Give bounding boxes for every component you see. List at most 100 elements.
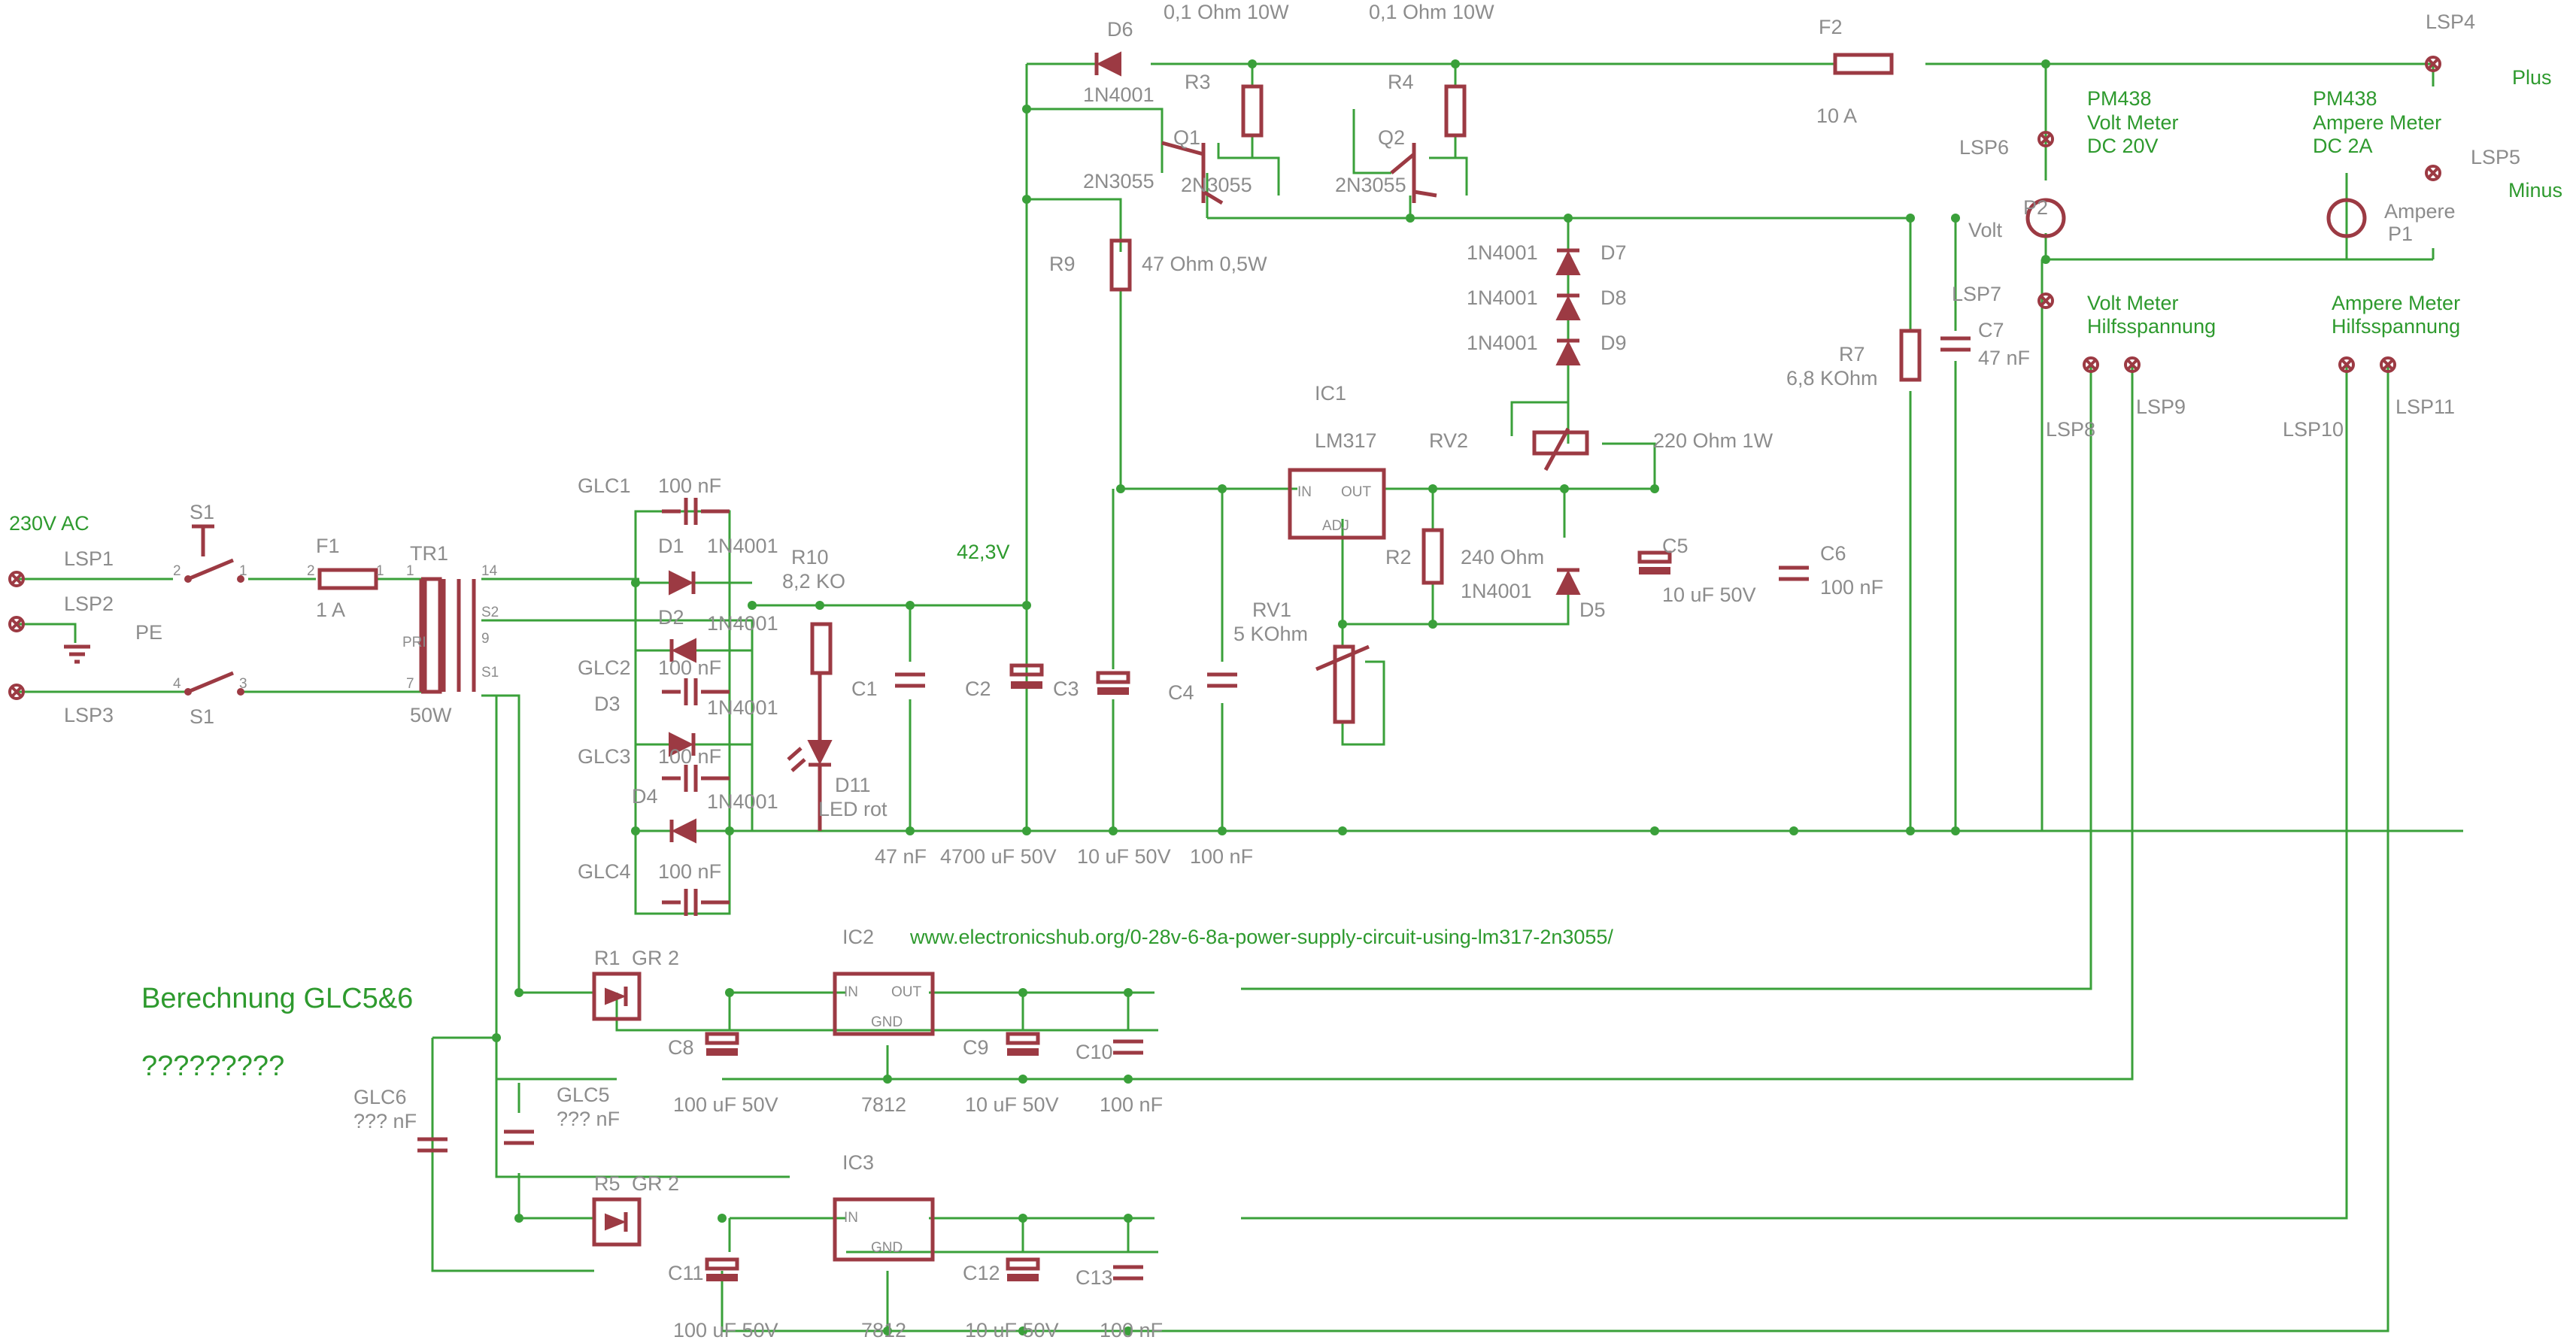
label-plus: Plus <box>2512 66 2552 89</box>
label-c10v: 100 nF <box>1100 1093 1163 1116</box>
label-r9: R9 <box>1049 253 1076 275</box>
label-d9: D9 <box>1601 332 1627 354</box>
label-c6v: 100 nF <box>1820 576 1883 599</box>
label-r9v: 47 Ohm 0,5W <box>1142 253 1267 275</box>
label-vmh1: Volt Meter <box>2087 292 2179 314</box>
label-lsp1: LSP1 <box>64 547 114 570</box>
label-r3v: 0,1 Ohm 10W <box>1164 1 1289 23</box>
label-n3: 3 <box>239 676 247 692</box>
label-c2v: 4700 uF 50V <box>940 845 1057 868</box>
label-out: OUT <box>891 984 922 1000</box>
label-d11v: LED rot <box>818 798 887 820</box>
label-c9v: 10 uF 50V <box>965 1093 1059 1116</box>
label-ic3v: 7812 <box>861 1319 906 1341</box>
label-r4v: 0,1 Ohm 10W <box>1369 1 1494 23</box>
label-r1v: GR 2 <box>632 947 679 969</box>
label-pm2c: DC 2A <box>2313 135 2373 157</box>
label-amh2: Hilfsspannung <box>2332 315 2460 338</box>
label-f1: F1 <box>316 535 340 557</box>
label-d11: D11 <box>835 774 871 796</box>
label-q1v: 2N3055 <box>1181 174 1252 196</box>
label-glc2v: 100 nF <box>658 656 721 679</box>
label-d5v: 1N4001 <box>1461 580 1532 602</box>
label-glc1: GLC1 <box>578 474 631 497</box>
label-in: IN <box>844 984 858 1000</box>
label-pm1: PM438 <box>2087 87 2152 110</box>
label-d9v: 1N4001 <box>1467 332 1538 354</box>
label-rv1v: 5 KOhm <box>1233 623 1308 645</box>
label-rv2: RV2 <box>1429 429 1468 452</box>
label-lsp2: LSP2 <box>64 593 114 615</box>
label-n1: 1 <box>376 563 384 579</box>
label-f2v: 10 A <box>1816 105 1857 127</box>
mains-label: 230V AC <box>9 512 90 535</box>
label-c6: C6 <box>1820 542 1846 565</box>
label-r4: R4 <box>1388 71 1414 93</box>
source-url: www.electronicshub.org/0-28v-6-8a-power-… <box>909 926 1613 948</box>
label-out: OUT <box>1341 484 1372 500</box>
label-s1a: S1 <box>190 501 214 523</box>
label-f2: F2 <box>1819 16 1843 38</box>
label-pm2: PM438 <box>2313 87 2377 110</box>
label-c5v: 10 uF 50V <box>1662 584 1756 606</box>
label-r7: R7 <box>1839 343 1865 365</box>
label-n2: 2 <box>307 563 315 579</box>
label-c8: C8 <box>668 1036 694 1059</box>
label-c3v: 10 uF 50V <box>1077 845 1171 868</box>
label-d5: D5 <box>1579 599 1606 621</box>
label-q3v: 2N3055 <box>1083 170 1154 193</box>
parts <box>8 51 2441 1281</box>
label-n1: 1 <box>406 563 414 579</box>
label-gnd: GND <box>871 1240 903 1256</box>
label-rv1: RV1 <box>1252 599 1291 621</box>
label-d8: D8 <box>1601 286 1627 309</box>
calc-title: Berechnung GLC5&6 <box>141 983 413 1014</box>
label-d1v: 1N4001 <box>707 535 778 557</box>
label-pm1c: DC 20V <box>2087 135 2159 157</box>
label-c1: C1 <box>851 678 878 700</box>
label-p1: P1 <box>2388 223 2413 245</box>
label-glc2: GLC2 <box>578 656 631 679</box>
label-d7v: 1N4001 <box>1467 241 1538 264</box>
label-minus: Minus <box>2508 179 2562 202</box>
label-c7v: 47 nF <box>1978 347 2030 369</box>
label-c5: C5 <box>1662 535 1689 557</box>
label-lsp6: LSP6 <box>1959 136 2009 159</box>
label-glc4: GLC4 <box>578 860 631 883</box>
label-p1v: Ampere <box>2384 200 2456 223</box>
label-n7: 7 <box>406 676 414 692</box>
label-d4v: 1N4001 <box>707 790 778 813</box>
label-r10: R10 <box>791 546 829 568</box>
label-lsp8: LSP8 <box>2046 418 2095 441</box>
label-d7: D7 <box>1601 241 1627 264</box>
label-tr1: TR1 <box>410 542 448 565</box>
label-q2v: 2N3055 <box>1335 174 1406 196</box>
label-glc5v: ??? nF <box>557 1108 620 1130</box>
label-rv2v: 220 Ohm 1W <box>1653 429 1773 452</box>
label-gnd: GND <box>871 1014 903 1030</box>
label-s2w: S2 <box>481 605 499 620</box>
label-ic3: IC3 <box>842 1151 874 1174</box>
label-c13: C13 <box>1076 1266 1113 1289</box>
label-glc5: GLC5 <box>557 1084 610 1106</box>
label-s1w: S1 <box>481 665 499 681</box>
label-ic1: IC1 <box>1315 382 1346 405</box>
label-c3: C3 <box>1053 678 1079 700</box>
junctions <box>492 59 2050 1335</box>
label-lsp11: LSP11 <box>2395 396 2455 418</box>
label-c10: C10 <box>1076 1041 1113 1063</box>
label-r1: R1 <box>594 947 620 969</box>
label-lsp9: LSP9 <box>2136 396 2186 418</box>
label-r3: R3 <box>1185 71 1211 93</box>
label-lsp7: LSP7 <box>1952 283 2001 305</box>
label-lsp4: LSP4 <box>2426 11 2475 33</box>
label-r10v: 8,2 KO <box>782 570 845 593</box>
label-r5: R5 <box>594 1172 620 1195</box>
label-glc3: GLC3 <box>578 745 631 768</box>
calc-placeholder: ????????? <box>141 1050 284 1082</box>
label-c13v: 100 nF <box>1100 1319 1163 1341</box>
label-ic2v: 7812 <box>861 1093 906 1116</box>
label-n2: 2 <box>173 563 181 579</box>
label-d3: D3 <box>594 693 620 715</box>
